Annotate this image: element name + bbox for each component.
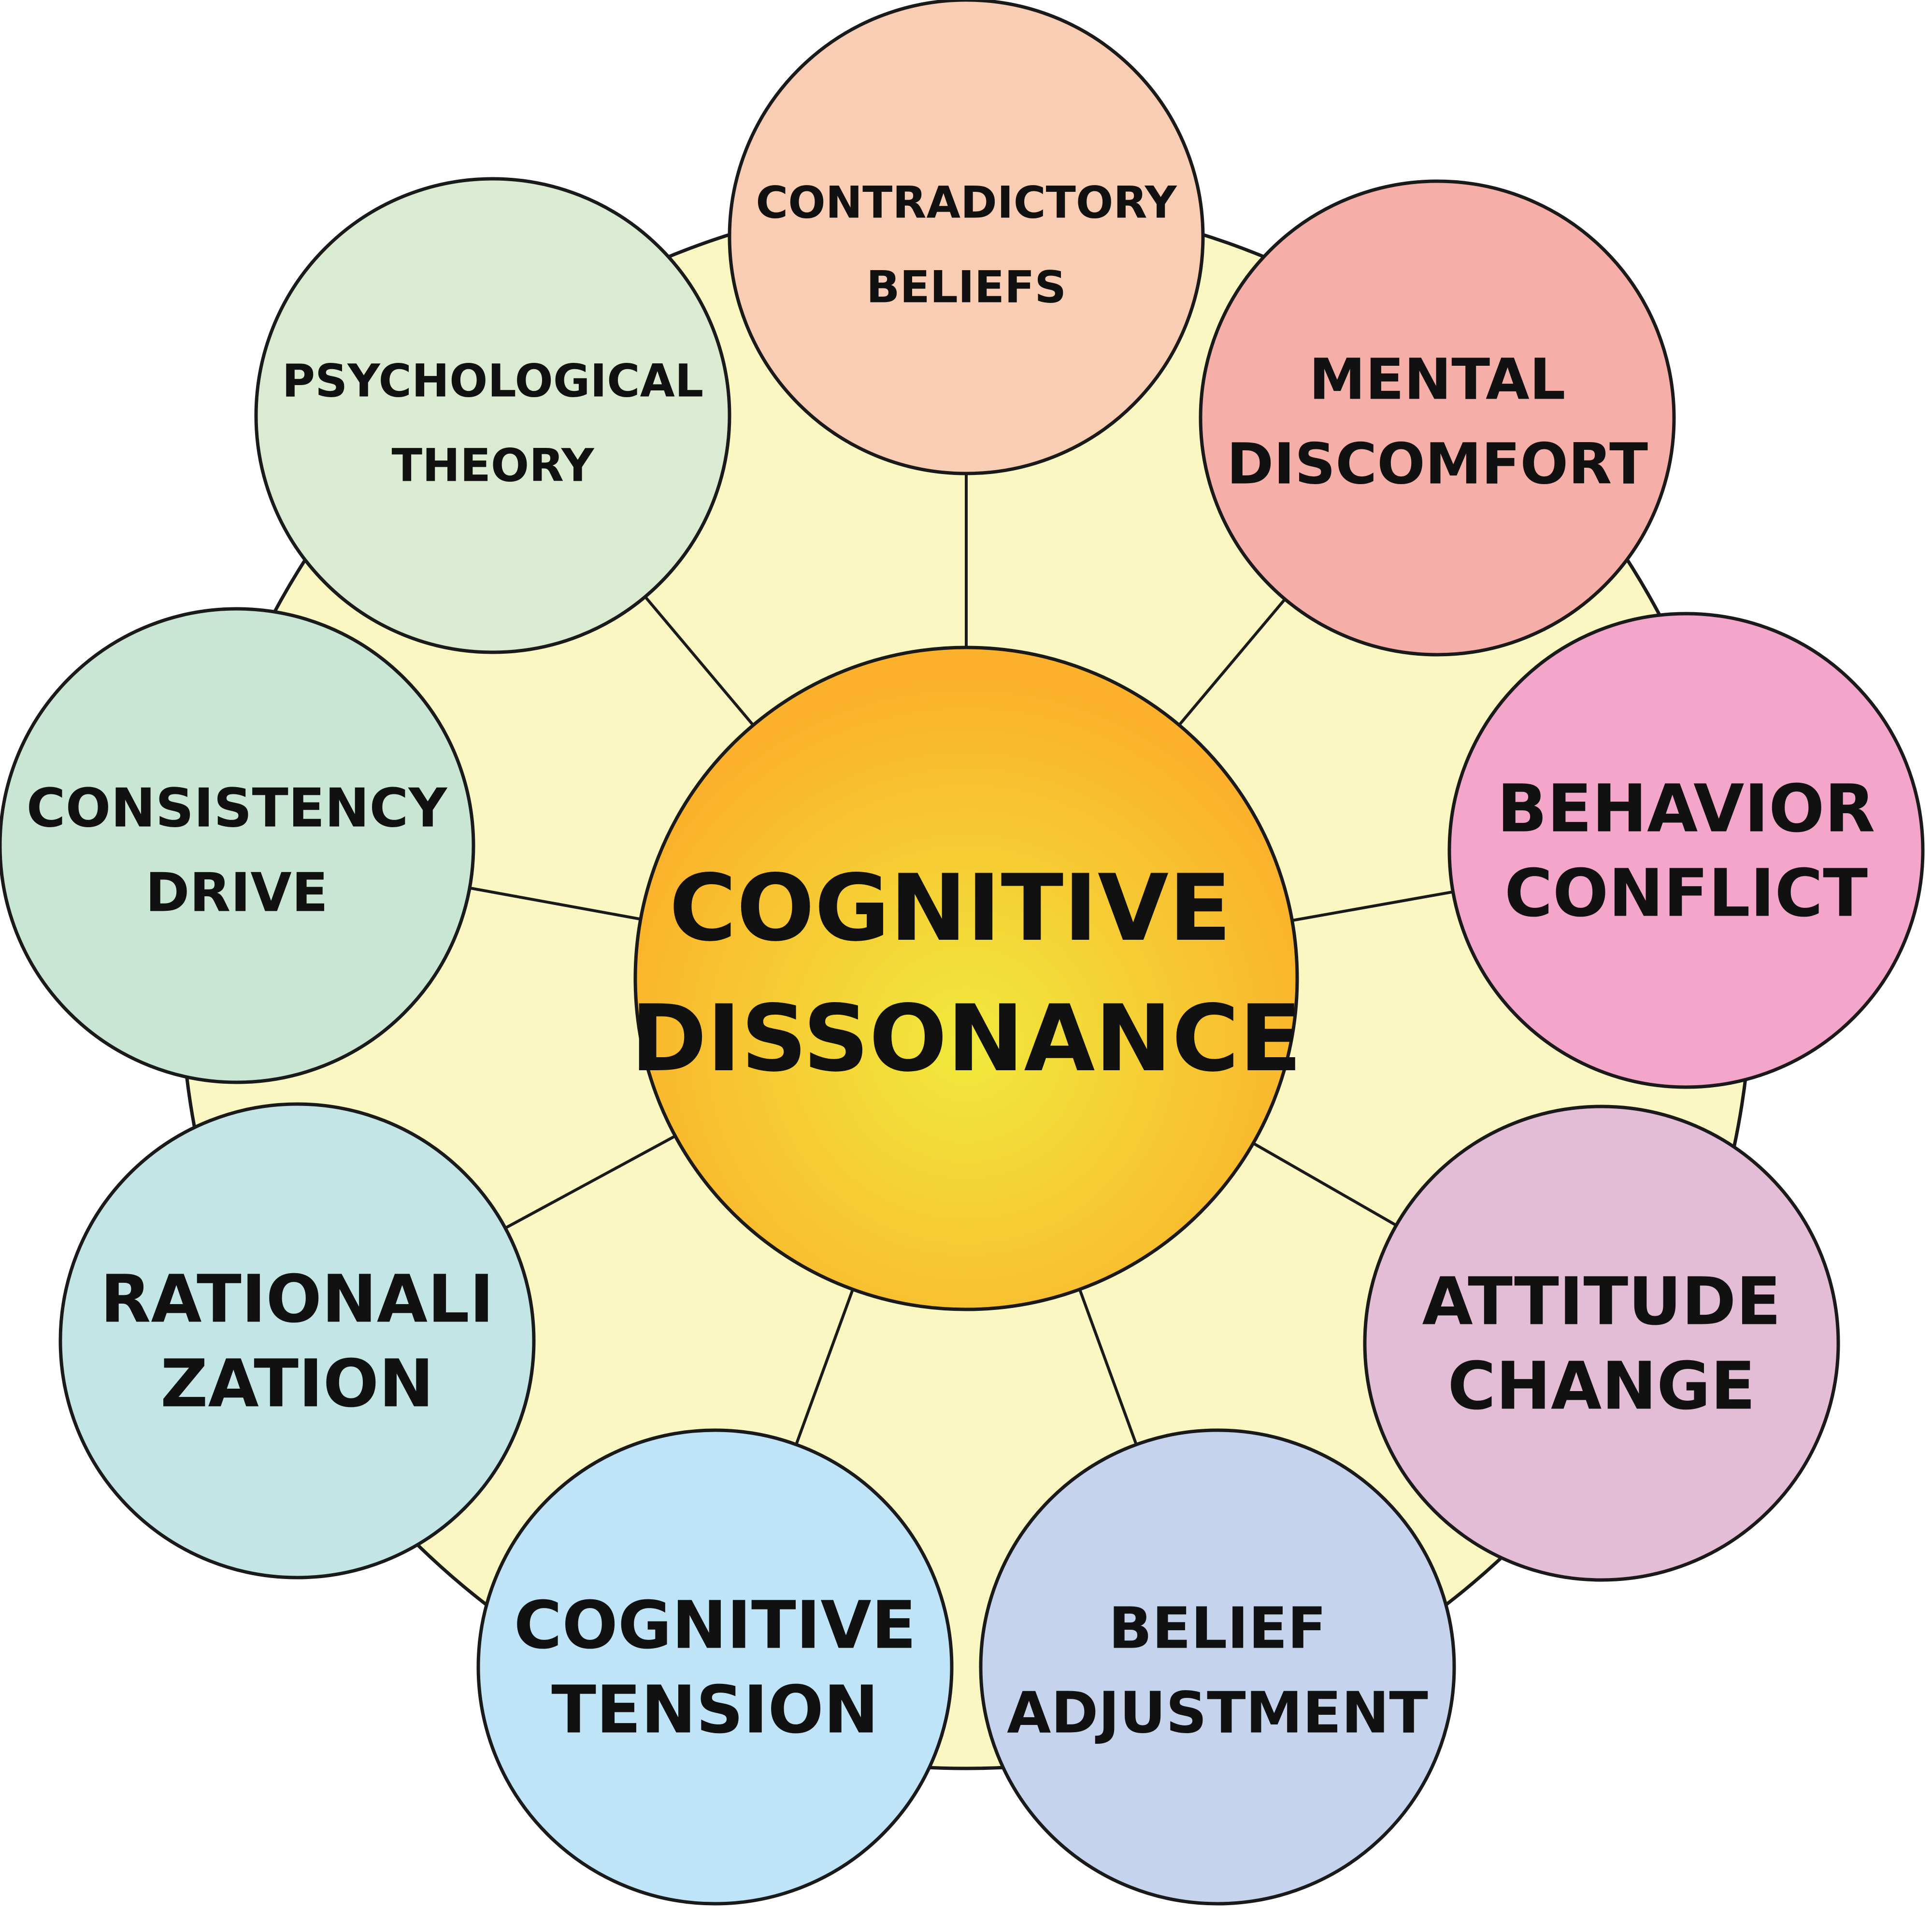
node-label-line-2: DRIVE (145, 862, 328, 924)
node-mental-discomfort: MENTAL DISCOMFORT (1199, 179, 1676, 657)
node-label-psychological-theory: PSYCHOLOGICAL THEORY (282, 355, 704, 492)
connector-psychological-theory (644, 596, 755, 726)
node-label-line-1: BEHAVIOR (1497, 771, 1875, 847)
node-circle-contradictory-beliefs (728, 0, 1205, 475)
node-label-line-1: CONSISTENCY (27, 778, 448, 840)
central-label-line-2: DISSONANCE (630, 985, 1302, 1092)
node-rationalization: RATIONALI ZATION (58, 1102, 536, 1580)
node-belief-adjustment: BELIEF ADJUSTMENT (979, 1428, 1456, 1906)
connector-consistency-drive (469, 886, 641, 921)
node-label-line-2: CHANGE (1447, 1349, 1755, 1425)
central-concept: COGNITIVE DISSONANCE (630, 646, 1302, 1311)
central-label: COGNITIVE DISSONANCE (630, 855, 1302, 1092)
node-label-line-2: DISCOMFORT (1227, 431, 1648, 497)
node-label-rationalization: RATIONALI ZATION (100, 1262, 494, 1422)
connector-cognitive-tension (795, 1289, 855, 1445)
node-label-behavior-conflict: BEHAVIOR CONFLICT (1497, 771, 1875, 932)
central-label-line-1: COGNITIVE (669, 855, 1231, 962)
node-label-line-2: ZATION (160, 1346, 434, 1422)
connector-mental-discomfort (1178, 598, 1286, 726)
connector-behavior-conflict (1291, 890, 1454, 922)
node-label-mental-discomfort: MENTAL DISCOMFORT (1227, 346, 1648, 497)
node-contradictory-beliefs: CONTRADICTORY BELIEFS (728, 0, 1205, 475)
connector-belief-adjustment (1078, 1289, 1138, 1445)
node-label-line-1: COGNITIVE (514, 1588, 916, 1664)
node-label-line-2: CONFLICT (1504, 856, 1868, 932)
node-label-line-1: ATTITUDE (1422, 1264, 1781, 1340)
node-label-cognitive-tension: COGNITIVE TENSION (514, 1588, 916, 1749)
node-label-line-1: CONTRADICTORY (756, 177, 1177, 229)
connector-lines (469, 474, 1454, 1445)
node-label-belief-adjustment: BELIEF ADJUSTMENT (1007, 1595, 1428, 1746)
node-attitude-change: ATTITUDE CHANGE (1363, 1105, 1840, 1582)
connector-rationalization (504, 1135, 676, 1230)
central-circle (633, 646, 1299, 1311)
node-circle-belief-adjustment (979, 1428, 1456, 1906)
node-psychological-theory: PSYCHOLOGICAL THEORY (254, 177, 731, 654)
node-behavior-conflict: BEHAVIOR CONFLICT (1447, 612, 1925, 1089)
node-circle-rationalization (58, 1102, 536, 1580)
connector-attitude-change (1252, 1142, 1397, 1227)
node-label-line-2: ADJUSTMENT (1007, 1680, 1428, 1746)
node-circle-consistency-drive (0, 607, 475, 1084)
node-consistency-drive: CONSISTENCY DRIVE (0, 607, 475, 1084)
node-label-line-1: RATIONALI (100, 1262, 494, 1338)
node-label-line-2: TENSION (551, 1672, 878, 1749)
node-label-attitude-change: ATTITUDE CHANGE (1422, 1264, 1781, 1425)
node-circle-attitude-change (1363, 1105, 1840, 1582)
node-label-line-1: BELIEF (1109, 1595, 1327, 1662)
node-label-line-2: THEORY (391, 440, 595, 492)
node-label-contradictory-beliefs: CONTRADICTORY BELIEFS (756, 177, 1177, 313)
node-circle-mental-discomfort (1199, 179, 1676, 657)
node-circle-psychological-theory (254, 177, 731, 654)
node-circle-behavior-conflict (1447, 612, 1925, 1089)
node-label-line-1: MENTAL (1309, 346, 1566, 413)
node-label-line-2: BELIEFS (866, 261, 1066, 313)
node-circle-cognitive-tension (476, 1428, 954, 1906)
node-cognitive-tension: COGNITIVE TENSION (476, 1428, 954, 1906)
node-label-line-1: PSYCHOLOGICAL (282, 355, 704, 408)
node-label-consistency-drive: CONSISTENCY DRIVE (27, 778, 448, 924)
